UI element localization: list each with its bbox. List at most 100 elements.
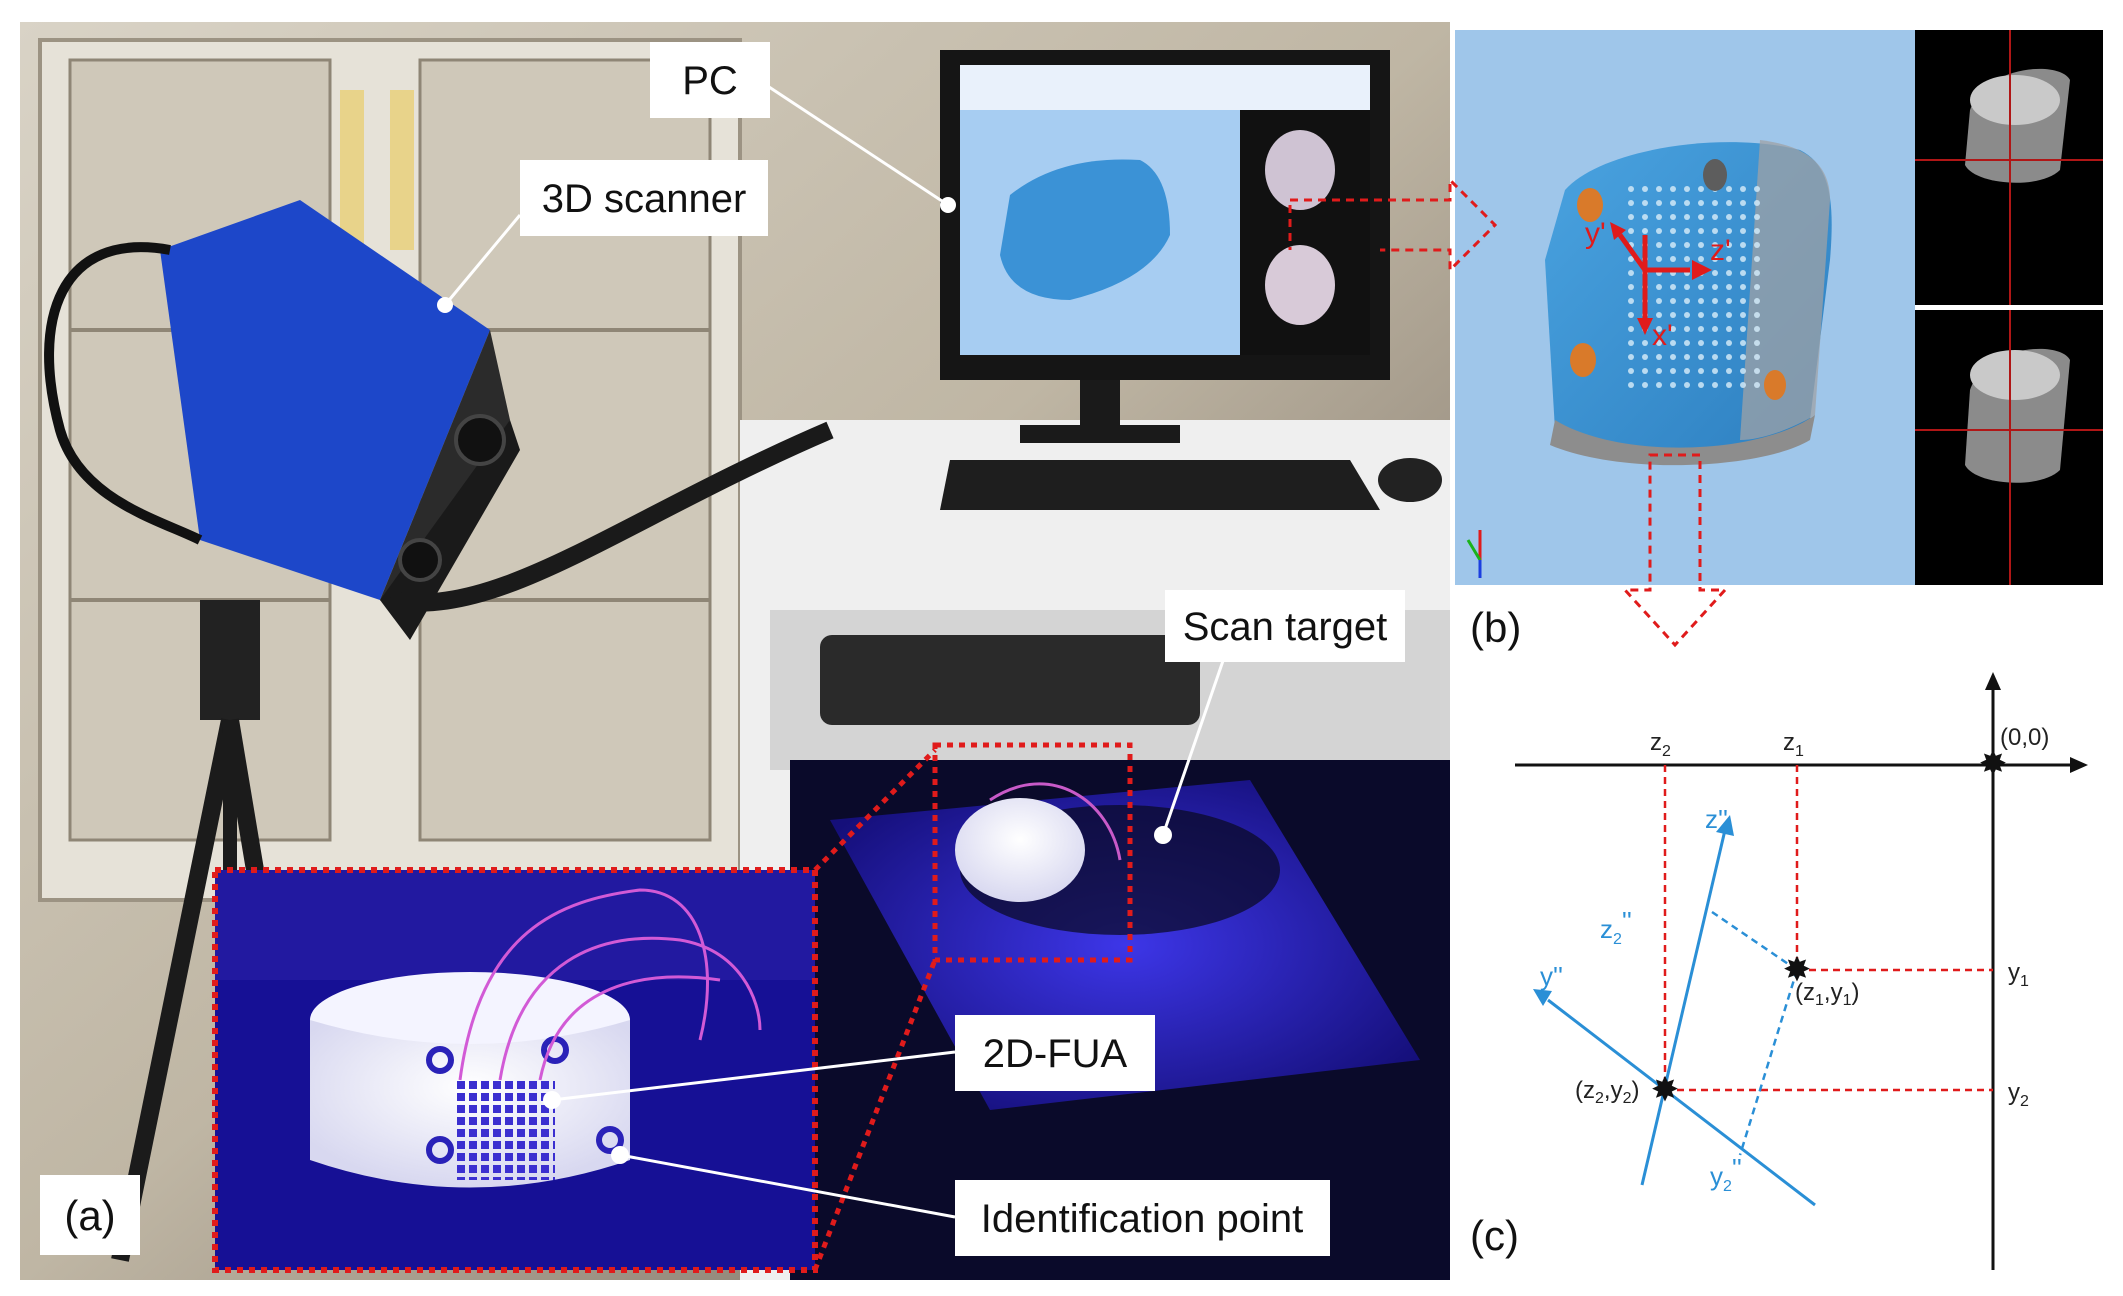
scanned-model-gray	[1740, 140, 1830, 440]
pc-leader	[765, 83, 949, 207]
triad-icon	[1466, 539, 1482, 561]
inset-wires	[538, 975, 721, 1081]
origin-label: (0,0)	[2000, 724, 2049, 751]
scan-target-cup	[955, 798, 1085, 902]
axis-y-arrowhead	[1610, 222, 1626, 240]
inset-connector	[812, 959, 938, 1271]
scanner-leader-dot	[437, 297, 453, 313]
ident-leader-dot	[611, 1146, 629, 1164]
top-z1-label: z1	[1783, 729, 1804, 760]
ident-label: Identification point	[981, 1197, 1303, 1241]
fua-label: 2D-FUA	[983, 1032, 1128, 1076]
inset-fua-array	[455, 1080, 555, 1180]
rotated-y-arrow	[1533, 989, 1552, 1006]
tripod-leg	[111, 718, 239, 1262]
target-wires	[989, 782, 1122, 861]
axis-x-arrowhead	[1637, 318, 1653, 335]
fua-leader-dot	[543, 1091, 561, 1109]
monitor-stand	[1020, 425, 1180, 443]
scanned-dot-grid	[1620, 185, 1760, 395]
desk-bag	[820, 635, 1200, 725]
point-2-star-icon: ✸	[1651, 1070, 1680, 1110]
inset-marker	[426, 1046, 454, 1074]
screen-scan-model	[1000, 159, 1170, 300]
keyboard	[940, 460, 1380, 510]
pc-leader-dot	[940, 197, 956, 213]
target-callout	[1165, 590, 1405, 662]
horizontal-axis-arrow	[2070, 757, 2088, 773]
screen-thumb-1	[1265, 130, 1335, 210]
target-label: Scan target	[1183, 605, 1388, 649]
panel-a-label: (a)	[64, 1192, 115, 1239]
scanner-cable	[388, 421, 834, 612]
z2pp-label: z2''	[1600, 906, 1632, 948]
marker-orange	[1577, 188, 1603, 222]
ident-callout	[955, 1180, 1330, 1256]
inset-glow	[215, 870, 815, 980]
rotated-y-label: y''	[1540, 961, 1563, 991]
inset-marker	[426, 1136, 454, 1164]
rotated-z-axis	[1640, 829, 1727, 1186]
target-leader	[1161, 654, 1227, 836]
right-y2-label: y2	[2008, 1079, 2029, 1110]
arrow-to-panel-c	[1621, 453, 1729, 648]
fua-callout	[955, 1015, 1155, 1091]
vertical-axis-arrow	[1985, 672, 2001, 690]
cabinet-handle	[390, 90, 414, 250]
panel-b-scan-view: y' z' x' (b)	[1288, 22, 2103, 651]
y2pp-label: y2''	[1710, 1153, 1742, 1195]
marker-orange	[1570, 343, 1596, 377]
scanner-lens	[454, 414, 506, 466]
pc-label: PC	[682, 59, 738, 103]
arrow-to-panel-b	[1290, 176, 1498, 274]
side-model-bottom-rim	[1970, 350, 2060, 400]
rotated-z-arrow	[1716, 815, 1734, 836]
axis-y-label: y'	[1585, 217, 1606, 250]
scanner-lens	[398, 538, 442, 582]
panel-a-photo: PC 3D scanner Scan target 2D-FUA Identif…	[20, 22, 1450, 1280]
monitor-neck	[1080, 380, 1120, 430]
scanner-leader	[443, 214, 522, 306]
axis-y-prime	[1617, 233, 1648, 272]
inset-connector	[813, 748, 937, 872]
fua-leader	[551, 1050, 956, 1102]
inset-border	[212, 867, 818, 1273]
top-z2-label: z2	[1650, 729, 1671, 760]
origin-star-icon: ✸	[1979, 744, 2008, 784]
rotated-y-axis	[1547, 998, 1816, 1207]
rotated-z-label: z''	[1705, 804, 1728, 834]
inset-wires	[498, 936, 762, 1081]
tripod-head	[200, 600, 260, 720]
scanner-label: 3D scanner	[542, 177, 747, 221]
scanned-model-base	[1550, 415, 1815, 466]
ident-leader	[619, 1153, 956, 1219]
panel-a-label-bg	[40, 1175, 140, 1255]
marker-orange	[1764, 370, 1786, 400]
scanner-callout	[520, 160, 768, 236]
screen-thumb-2	[1265, 245, 1335, 325]
scanner-bottom	[380, 420, 520, 640]
inset-marker	[596, 1126, 624, 1154]
target-zoom-box	[932, 742, 1133, 963]
point-2-label: (z2,y2)	[1575, 1077, 1639, 1107]
mouse	[1378, 458, 1442, 502]
target-leader-dot	[1154, 826, 1172, 844]
panel-b-label: (b)	[1470, 604, 1521, 651]
scanner-cable	[44, 242, 203, 545]
axis-z-arrowhead	[1692, 260, 1712, 280]
axis-x-label: x'	[1652, 319, 1673, 352]
axis-z-label: z'	[1710, 234, 1731, 267]
blue-proj-y	[1738, 969, 1799, 1156]
point-1-star-icon: ✸	[1783, 950, 1812, 990]
screen-toolbar	[960, 65, 1370, 110]
point-1-label: (z1,y1)	[1795, 979, 1859, 1009]
scanner-body	[160, 200, 490, 600]
inset-wires	[458, 888, 709, 1081]
blue-proj-z	[1711, 910, 1798, 972]
zoom-inset	[212, 748, 938, 1273]
cabinet-handle	[340, 90, 364, 250]
panel-c-label: (c)	[1470, 1212, 1519, 1259]
right-y1-label: y1	[2008, 959, 2029, 990]
side-model-top-rim	[1970, 75, 2060, 125]
